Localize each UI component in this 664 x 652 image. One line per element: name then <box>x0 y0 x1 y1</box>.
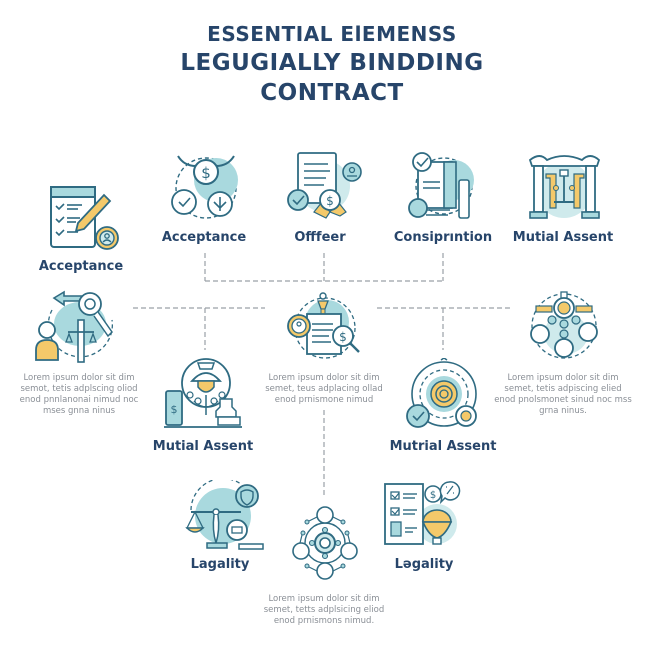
gear-lamp-stamp-icon: $ <box>162 355 246 433</box>
bottom-label-right: Lәgality <box>394 557 454 572</box>
title-line-3: CONTRACT <box>260 80 404 106</box>
lower-label-left: Mutial Assent <box>152 439 254 454</box>
network-nodes-icon <box>292 503 358 583</box>
gear-check-icon <box>404 357 484 434</box>
document-search-dollar-icon: $ <box>285 292 365 364</box>
title-line-2: LEGUGIALLY BINDDING <box>180 50 484 76</box>
scroll-documents-icon <box>404 150 484 225</box>
scales-shield-icon <box>183 477 267 552</box>
top-label-3: Offfeer <box>294 230 346 245</box>
gears-dollar-icon: $ <box>164 150 244 225</box>
top-label-5: Mutial Assent <box>512 230 614 245</box>
network-people-icon <box>526 290 602 362</box>
top-label-4: Consiprıntion <box>393 230 493 245</box>
description-right: Lorem ipsum dolor sit dim semet, tetis a… <box>494 373 632 416</box>
svg-text:$: $ <box>339 330 347 344</box>
checklist-balloon-icon: $ <box>383 478 467 552</box>
person-judge-gear-icon <box>32 290 122 365</box>
description-left: Lorem ipsum dolor sit dim semot, tetis a… <box>19 373 139 416</box>
courthouse-scales-icon <box>522 150 607 225</box>
top-label-2: Acceptance <box>161 230 247 245</box>
document-award-icon: $ <box>284 150 369 225</box>
svg-text:$: $ <box>326 194 334 208</box>
svg-text:$: $ <box>171 403 178 416</box>
svg-text:$: $ <box>430 490 436 501</box>
svg-text:$: $ <box>201 164 211 182</box>
bottom-label-left: Lagality <box>190 557 250 572</box>
description-center: Lorem ipsum dolor sit dim semet, teus ad… <box>265 373 383 405</box>
description-bottom: Lorem ipsum dolor sit dim semet, tetts a… <box>263 594 385 626</box>
title-line-1: ESSENTIAL ElEMENSS <box>207 22 457 46</box>
top-label-1: Acceptance <box>38 259 124 274</box>
checklist-pencil-icon <box>44 183 124 253</box>
lower-label-right: Mutrial Assent <box>389 439 497 454</box>
